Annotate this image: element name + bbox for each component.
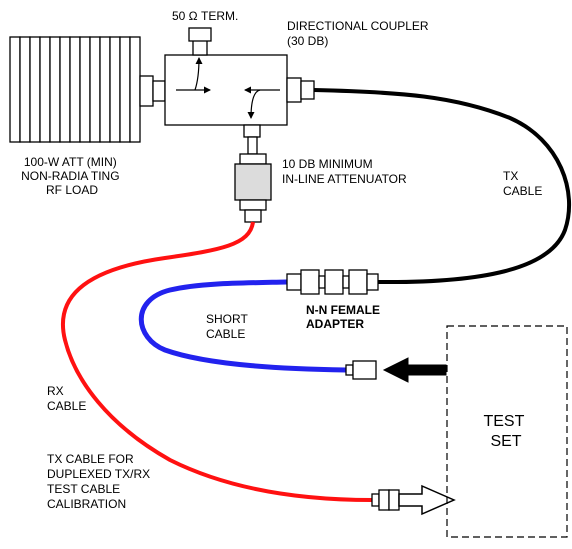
nn-female-adapter	[286, 269, 379, 295]
test-set-box	[446, 325, 568, 538]
solid-arrow-icon	[382, 357, 447, 383]
rx-cable-label: RX CABLE	[47, 384, 86, 413]
coupler-label: DIRECTIONAL COUPLER (30 DB)	[287, 19, 432, 48]
duplexed-tx-cable-label: TX CABLE FOR DUPLEXED TX/RX TEST CABLE C…	[47, 452, 154, 511]
coupler-signal-arrows	[176, 57, 280, 119]
test-set-label: TEST SET	[483, 413, 528, 450]
tx-cable	[313, 88, 572, 285]
rx-cable-connector	[371, 489, 400, 511]
adapter-label: N-N FEMALE ADAPTER	[306, 303, 383, 331]
rf-load-heatsink	[9, 36, 166, 143]
attenuator-body	[234, 163, 272, 201]
short-cable-connector	[345, 360, 377, 380]
inline-attenuator	[234, 153, 272, 223]
inline-attenuator-label: 10 DB MINIMUM IN-LINE ATTENUATOR	[282, 157, 407, 186]
tx-cable-label: TX CABLE	[503, 169, 542, 198]
rx-cable	[60, 221, 373, 502]
hollow-arrow-icon	[398, 484, 456, 516]
short-cable	[138, 279, 347, 373]
short-cable-label: SHORT CABLE	[206, 312, 251, 341]
rf-load-label: 100-W ATT (MIN) NON-RADIA TING RF LOAD	[21, 155, 123, 197]
term-label: 50 Ω TERM.	[172, 9, 238, 23]
